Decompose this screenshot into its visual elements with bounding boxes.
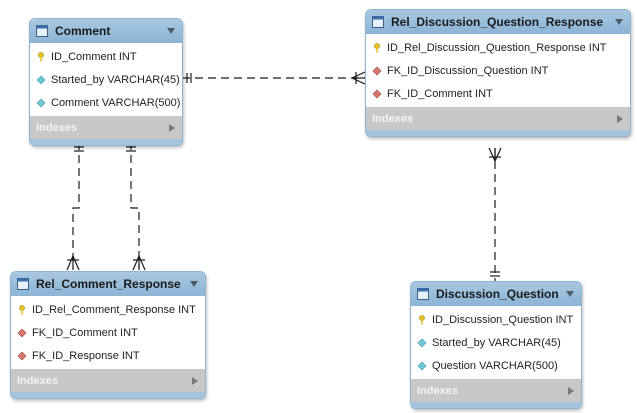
column-row[interactable]: FK_ID_Comment INT — [366, 82, 630, 105]
column-label: ID_Rel_Comment_Response INT — [32, 303, 196, 316]
many-marker-rel-cr-top-right — [132, 255, 146, 271]
one-marker-comment-bottom-right — [126, 146, 136, 152]
one-marker-dq-top — [490, 271, 500, 277]
column-label: Started_by VARCHAR(45) — [432, 336, 561, 349]
red-diamond-icon — [372, 66, 382, 75]
triangle-down-icon[interactable] — [166, 26, 176, 36]
indexes-section[interactable]: Indexes — [366, 107, 630, 130]
column-label: FK_ID_Discussion_Question INT — [387, 64, 549, 77]
triangle-down-icon[interactable] — [565, 289, 575, 299]
table-icon — [17, 277, 29, 290]
cyan-diamond-icon — [417, 338, 427, 347]
entity-rel-comment-response[interactable]: Rel_Comment_Response ID_Rel_Comment_Resp… — [10, 271, 206, 399]
many-marker-rel-dqr-bottom — [488, 147, 502, 162]
key-icon — [374, 42, 380, 52]
column-list: ID_Comment INT Started_by VARCHAR(45) Co… — [30, 43, 182, 116]
entity-header[interactable]: Comment — [30, 19, 182, 43]
entity-rel-discussion-question-response[interactable]: Rel_Discussion_Question_Response ID_Rel_… — [365, 9, 631, 137]
many-marker-rel-dqr-left — [351, 71, 366, 85]
relationship-line-comment-rel-cr-1 — [72, 142, 80, 268]
column-list: ID_Rel_Discussion_Question_Response INT … — [366, 34, 630, 107]
column-row[interactable]: ID_Discussion_Question INT — [411, 308, 581, 331]
entity-footer — [11, 392, 205, 398]
entity-comment[interactable]: Comment ID_Comment INT Started_by VARCHA… — [29, 18, 183, 146]
column-row[interactable]: FK_ID_Response INT — [11, 344, 205, 367]
indexes-label: Indexes — [417, 384, 458, 397]
key-icon — [19, 304, 25, 314]
cyan-diamond-icon — [36, 98, 46, 107]
entity-title: Comment — [55, 23, 111, 38]
entity-header[interactable]: Rel_Comment_Response — [11, 272, 205, 296]
indexes-section[interactable]: Indexes — [411, 379, 581, 402]
column-list: ID_Rel_Comment_Response INT FK_ID_Commen… — [11, 296, 205, 369]
table-icon — [372, 15, 384, 28]
table-icon — [36, 24, 48, 37]
many-marker-rel-cr-top-left — [66, 255, 80, 271]
key-icon — [419, 314, 425, 324]
entity-footer — [366, 130, 630, 136]
column-label: FK_ID_Comment INT — [32, 326, 138, 339]
red-diamond-icon — [17, 328, 27, 337]
indexes-label: Indexes — [17, 374, 58, 387]
indexes-label: Indexes — [36, 121, 77, 134]
column-row[interactable]: ID_Comment INT — [30, 45, 182, 68]
indexes-section[interactable]: Indexes — [11, 369, 205, 392]
column-row[interactable]: FK_ID_Discussion_Question INT — [366, 59, 630, 82]
one-marker-comment-right — [186, 73, 192, 83]
column-label: ID_Rel_Discussion_Question_Response INT — [387, 41, 607, 54]
column-row[interactable]: Comment VARCHAR(500) — [30, 91, 182, 114]
entity-discussion-question[interactable]: Discussion_Question ID_Discussion_Questi… — [410, 281, 582, 409]
column-label: ID_Comment INT — [51, 50, 137, 63]
entity-title: Rel_Comment_Response — [36, 276, 181, 291]
key-icon — [38, 51, 44, 61]
red-diamond-icon — [372, 89, 382, 98]
entity-header[interactable]: Discussion_Question — [411, 282, 581, 306]
triangle-right-icon[interactable] — [567, 386, 575, 396]
triangle-down-icon[interactable] — [614, 17, 624, 27]
table-icon — [417, 287, 429, 300]
column-row[interactable]: ID_Rel_Comment_Response INT — [11, 298, 205, 321]
column-row[interactable]: Started_by VARCHAR(45) — [30, 68, 182, 91]
column-row[interactable]: FK_ID_Comment INT — [11, 321, 205, 344]
one-marker-comment-bottom-left — [74, 146, 84, 152]
cyan-diamond-icon — [36, 75, 46, 84]
triangle-right-icon[interactable] — [168, 123, 176, 133]
column-label: Comment VARCHAR(500) — [51, 96, 181, 109]
column-row[interactable]: ID_Rel_Discussion_Question_Response INT — [366, 36, 630, 59]
entity-title: Rel_Discussion_Question_Response — [391, 14, 604, 29]
column-label: FK_ID_Response INT — [32, 349, 140, 362]
entity-title: Discussion_Question — [436, 286, 559, 301]
entity-footer — [30, 139, 182, 145]
relationship-line-comment-rel-cr-2 — [130, 142, 140, 268]
triangle-right-icon[interactable] — [616, 114, 624, 124]
indexes-section[interactable]: Indexes — [30, 116, 182, 139]
column-list: ID_Discussion_Question INT Started_by VA… — [411, 306, 581, 379]
column-row[interactable]: Question VARCHAR(500) — [411, 354, 581, 377]
column-label: ID_Discussion_Question INT — [432, 313, 574, 326]
red-diamond-icon — [17, 351, 27, 360]
cyan-diamond-icon — [417, 361, 427, 370]
triangle-down-icon[interactable] — [189, 279, 199, 289]
entity-header[interactable]: Rel_Discussion_Question_Response — [366, 10, 630, 34]
column-label: FK_ID_Comment INT — [387, 87, 493, 100]
column-row[interactable]: Started_by VARCHAR(45) — [411, 331, 581, 354]
triangle-right-icon[interactable] — [191, 376, 199, 386]
entity-footer — [411, 402, 581, 408]
indexes-label: Indexes — [372, 112, 413, 125]
column-label: Question VARCHAR(500) — [432, 359, 558, 372]
column-label: Started_by VARCHAR(45) — [51, 73, 180, 86]
